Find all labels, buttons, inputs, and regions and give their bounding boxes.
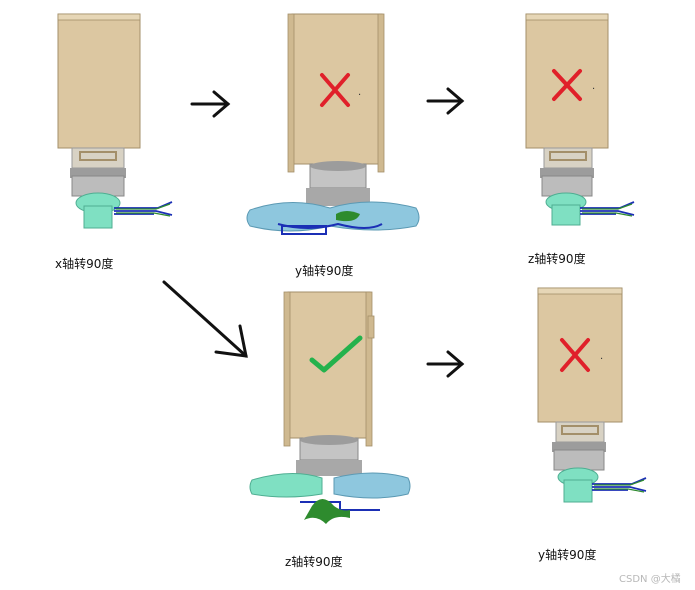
model-y-rotate-wrong-bottom: · — [537, 287, 647, 503]
label-step-y-rotate-bottom: y轴转90度 — [538, 548, 597, 562]
model-original — [57, 13, 173, 229]
svg-text:·: · — [600, 354, 603, 365]
svg-text:·: · — [592, 84, 595, 95]
arrow-right-3-icon — [426, 350, 465, 378]
arrow-diagonal-icon — [162, 280, 248, 358]
model-y-rotate-wrong: · — [246, 13, 420, 235]
arrow-right-2-icon — [426, 87, 465, 115]
label-step-y-rotate: y轴转90度 — [295, 264, 354, 278]
label-step-z-rotate-top: z轴转90度 — [528, 252, 586, 266]
correct-mark-icon — [309, 335, 363, 373]
wrong-mark-2-icon — [552, 69, 582, 101]
model-z-rotate-wrong-top: · — [525, 13, 635, 226]
label-step-z-rotate-bottom: z轴转90度 — [285, 555, 343, 569]
model-z-rotate-correct — [249, 291, 411, 524]
wrong-mark-3-icon — [560, 338, 590, 372]
svg-text:·: · — [358, 90, 361, 101]
label-step-x-rotate: x轴转90度 — [55, 257, 114, 271]
wrong-mark-1-icon — [320, 73, 350, 107]
watermark: CSDN @大橘 — [619, 574, 681, 585]
arrow-right-1-icon — [190, 90, 231, 118]
